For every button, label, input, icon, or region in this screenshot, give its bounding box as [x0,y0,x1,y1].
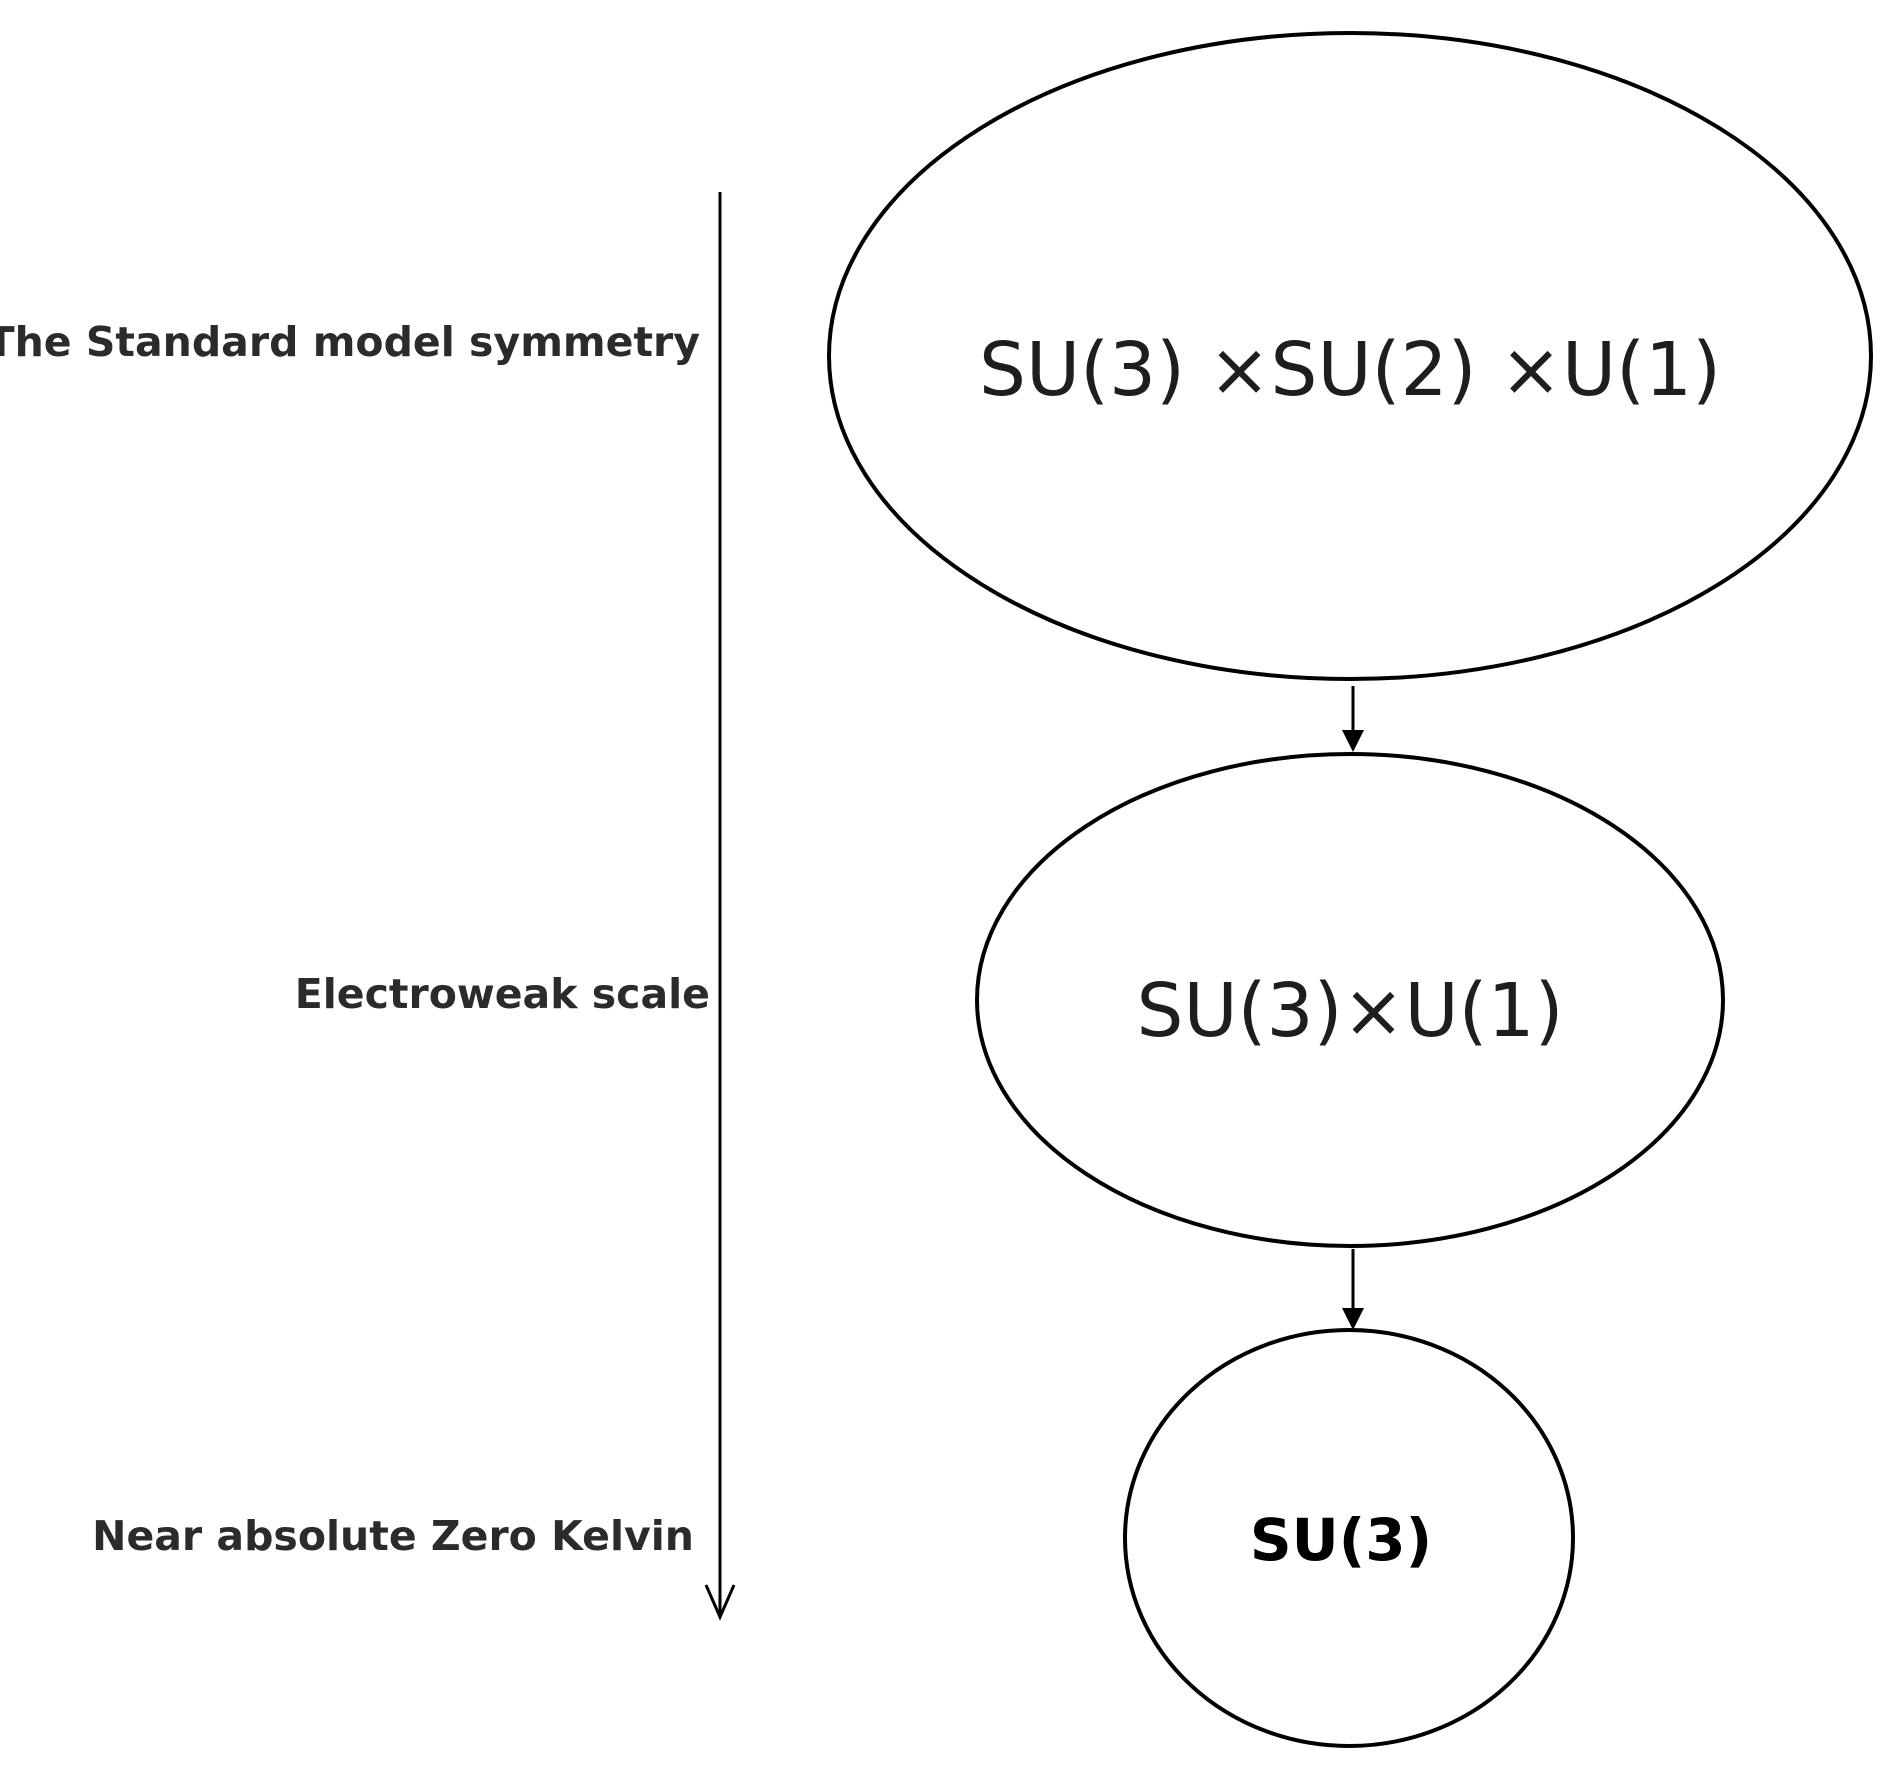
energy-scale-axis-arrowhead [704,1584,736,1621]
node-zero-kelvin-ellipse [1123,1328,1575,1748]
arrow-middle-to-bottom-head [1342,1308,1364,1330]
arrow-top-to-middle-head [1342,730,1364,752]
arrow-top-to-middle [1342,686,1364,752]
node-electroweak-label: SU(3)×U(1) [1137,968,1564,1054]
scale-label-standard-model: The Standard model symmetry [0,318,700,366]
node-standard-model-group: SU(3) ×SU(2) ×U(1) [827,31,1873,681]
scale-label-electroweak: Electroweak scale [295,970,710,1018]
node-electroweak-group: SU(3)×U(1) [975,752,1725,1248]
node-standard-model-ellipse [827,31,1873,681]
node-zero-kelvin-group: SU(3) [1123,1328,1575,1748]
node-electroweak-ellipse [975,752,1725,1248]
node-standard-model-label: SU(3) ×SU(2) ×U(1) [979,327,1721,413]
scale-label-zero-kelvin: Near absolute Zero Kelvin [92,1512,694,1560]
arrow-middle-to-bottom [1342,1249,1364,1330]
energy-scale-axis [704,192,736,1621]
node-zero-kelvin-label: SU(3) [1250,1506,1432,1574]
